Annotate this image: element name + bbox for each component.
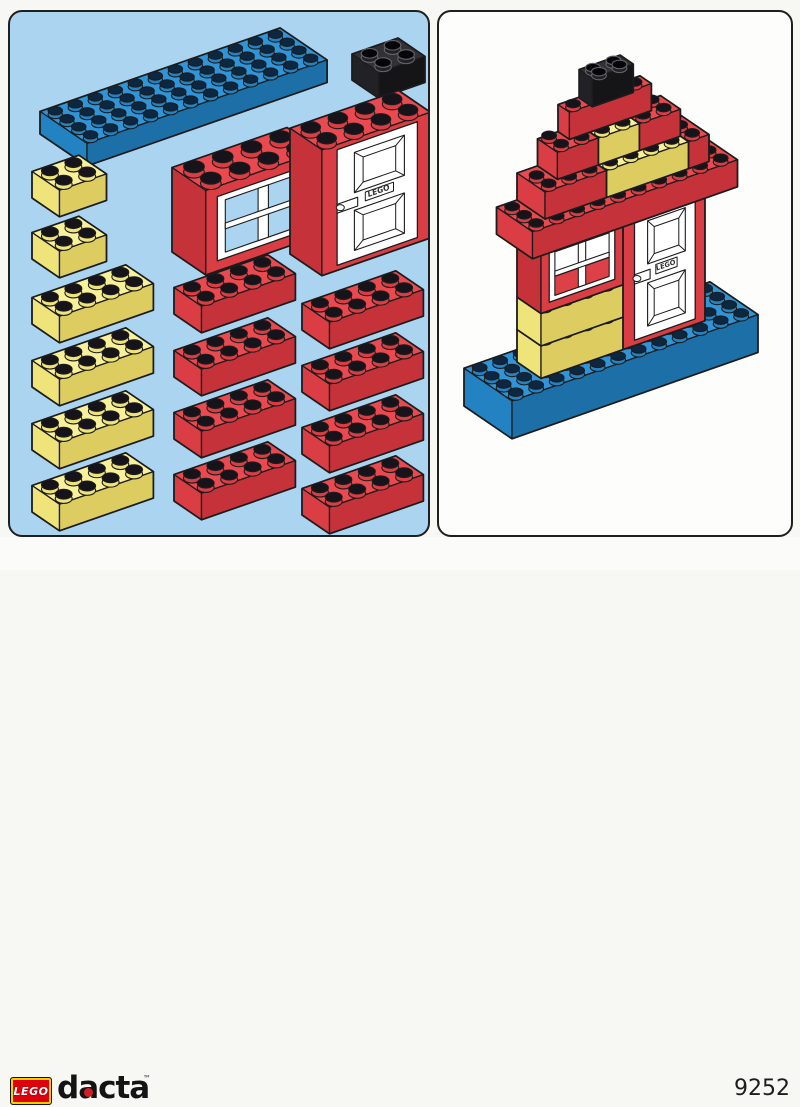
brick-yellow-2x4-d bbox=[31, 451, 155, 532]
set-number: 9252 bbox=[734, 1076, 790, 1101]
lego-logo: LEGO bbox=[10, 1077, 52, 1105]
brick-yellow-2x4-b bbox=[31, 326, 155, 407]
door-piece: LEGO bbox=[289, 89, 428, 277]
lego-logo-text: LEGO bbox=[13, 1084, 49, 1098]
brick-red-2x4-e bbox=[301, 269, 425, 350]
brick-yellow-2x4-a bbox=[31, 263, 155, 344]
assembled-model-panel: LEGO bbox=[437, 10, 793, 537]
brick-red-2x4-d bbox=[173, 440, 297, 521]
brick-red-2x4-a bbox=[173, 253, 297, 334]
parts-inventory-panel: LEGO bbox=[8, 10, 430, 537]
dacta-wordmark: dacta bbox=[57, 1070, 150, 1106]
model-chimney bbox=[578, 54, 635, 108]
trademark-symbol: ™ bbox=[143, 1074, 151, 1083]
house-model-illustration: LEGO bbox=[463, 54, 759, 440]
dacta-logo: dacta ™ bbox=[57, 1070, 151, 1107]
brick-red-2x4-c bbox=[173, 378, 297, 459]
brick-red-2x4-b bbox=[173, 316, 297, 397]
brick-yellow-2x4-c bbox=[31, 389, 155, 470]
dacta-logo-dot bbox=[84, 1088, 93, 1097]
brick-red-2x4-g bbox=[301, 393, 425, 474]
brick-blue-4x12 bbox=[39, 27, 328, 167]
parts-illustration: LEGO bbox=[31, 27, 428, 535]
footer: LEGO dacta ™ 9252 bbox=[0, 537, 800, 1105]
brick-yellow-2x2-b bbox=[31, 215, 108, 279]
brick-red-2x4-f bbox=[301, 331, 425, 412]
brick-yellow-2x2-a bbox=[31, 154, 108, 218]
brick-red-2x4-h bbox=[301, 454, 425, 535]
brick-black-2x2 bbox=[351, 37, 426, 100]
